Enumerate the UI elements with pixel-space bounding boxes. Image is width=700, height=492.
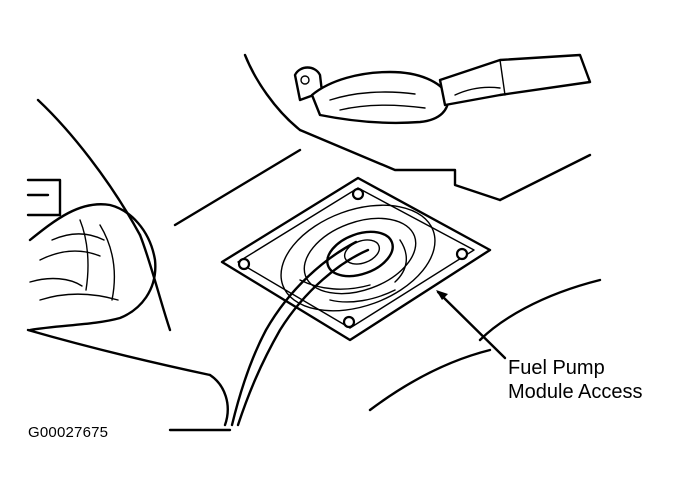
left-seat-area [26,98,232,432]
seat-belt-bracket [293,53,592,125]
callout-line-2: Module Access [508,381,643,403]
cover-bolt-right [455,247,469,261]
cover-bolt-left [237,257,251,271]
figure-id: G00027675 [28,424,109,441]
callout-leader [436,290,507,360]
callout-line-1: Fuel Pump [508,357,605,379]
cover-bolt-bottom [342,315,356,329]
wire-harness [230,240,370,427]
floor-panel-lines [173,53,602,412]
access-cover-plate [220,176,492,342]
callout-label: Fuel Pump Module Access [508,356,643,404]
cover-bolt-top [351,187,365,201]
